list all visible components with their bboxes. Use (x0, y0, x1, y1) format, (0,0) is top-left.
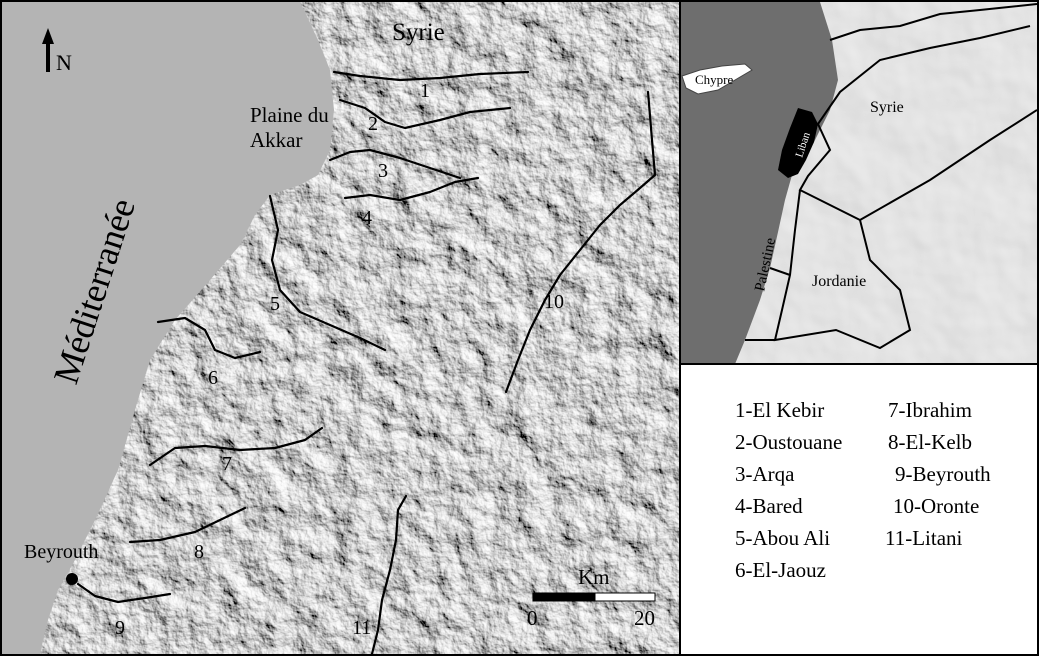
inset-label-chypre: Chypre (695, 72, 734, 87)
legend-item-5: 5-Abou Ali (735, 526, 831, 550)
legend-item-9: 9-Beyrouth (895, 462, 991, 486)
river-6 (156, 316, 262, 360)
north-border (829, 3, 1037, 41)
city-marker (66, 573, 78, 585)
scale-end: 20 (634, 606, 655, 630)
river-10 (504, 90, 657, 394)
inset-map (680, 2, 1037, 364)
plaine-label-line2: Akkar (250, 128, 302, 152)
cyprus-island (681, 63, 753, 95)
river-number-11: 11 (352, 617, 371, 639)
river-number-5: 5 (270, 293, 280, 315)
jordan-border (773, 189, 912, 350)
river-number-7: 7 (222, 453, 232, 475)
legend-item-6: 6-El-Jaouz (735, 558, 826, 582)
sea-area (2, 2, 334, 654)
river-7 (148, 426, 324, 467)
legend-item-11: 11-Litani (885, 526, 963, 550)
scale-bar: Km 0 20 (527, 565, 656, 630)
river-numbers: 1 2 3 4 5 6 7 8 9 10 11 (115, 80, 564, 639)
legend-item-1: 1-El Kebir (735, 398, 825, 422)
river-number-1: 1 (420, 80, 430, 102)
legend-item-10: 10-Oronte (893, 494, 980, 518)
city-label: Beyrouth (24, 541, 98, 563)
river-number-4: 4 (362, 207, 372, 229)
rivers (76, 70, 657, 656)
river-number-8: 8 (194, 541, 204, 563)
legend-item-8: 8-El-Kelb (888, 430, 972, 454)
inset-label-jordanie: Jordanie (812, 273, 866, 290)
river-4 (343, 176, 480, 202)
lebanon-shape (778, 108, 818, 178)
main-map (2, 2, 680, 654)
legend-item-3: 3-Arqa (735, 462, 795, 486)
legend-item-7: 7-Ibrahim (888, 398, 972, 422)
river-5 (268, 194, 387, 352)
river-2 (338, 98, 512, 130)
north-label: N (56, 50, 72, 75)
syrie-label: Syrie (392, 19, 445, 46)
palestine-border (745, 267, 791, 341)
river-number-2: 2 (368, 113, 378, 135)
legend-item-2: 2-Oustouane (735, 430, 843, 454)
river-8 (128, 506, 247, 544)
river-9 (76, 582, 172, 604)
scale-start: 0 (527, 606, 538, 630)
syria-border (798, 25, 1037, 222)
inset-label-syrie: Syrie (870, 99, 904, 116)
legend-item-4: 4-Bared (735, 494, 803, 518)
river-1 (332, 70, 530, 82)
scale-unit: Km (578, 565, 610, 589)
north-arrow: N (42, 28, 72, 75)
river-number-6: 6 (208, 367, 218, 389)
river-11 (370, 494, 408, 656)
plaine-label-line1: Plaine du (250, 103, 329, 127)
inset-sea (680, 2, 838, 364)
river-number-3: 3 (378, 160, 388, 182)
river-number-10: 10 (544, 291, 564, 313)
river-3 (328, 148, 462, 180)
river-number-9: 9 (115, 617, 125, 639)
